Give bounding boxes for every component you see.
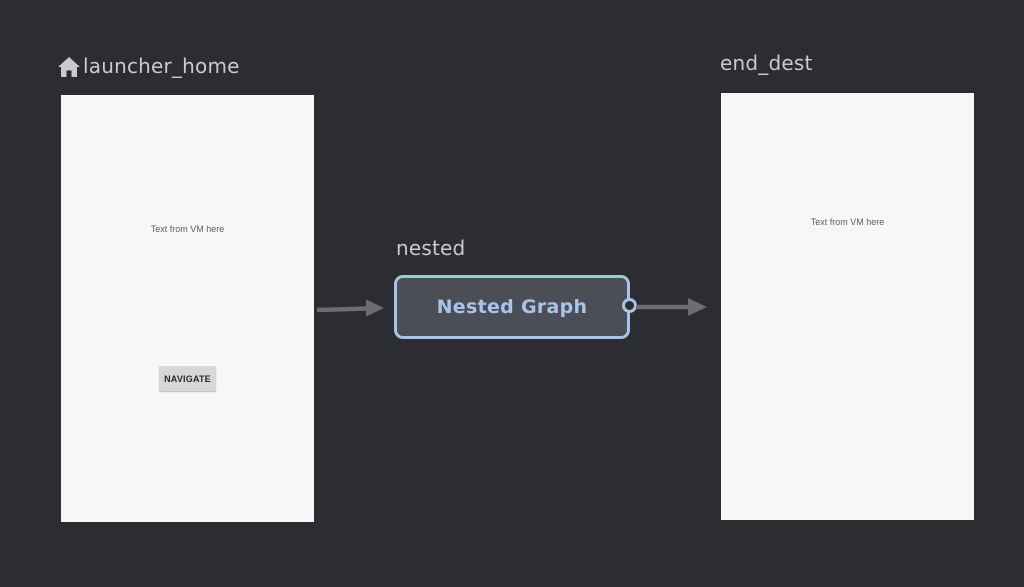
action-handle[interactable] <box>622 298 637 313</box>
action-arrow-to-nested[interactable] <box>316 298 386 318</box>
launcher-home-title: launcher_home <box>83 54 240 78</box>
vm-text-label: Text from VM here <box>150 224 225 234</box>
vm-text-label: Text from VM here <box>810 217 885 227</box>
launcher-home-screen[interactable]: Text from VM here <box>61 95 314 522</box>
nested-title: nested <box>396 236 466 260</box>
navigate-button[interactable]: NAVIGATE <box>159 366 216 391</box>
nested-graph-node[interactable]: Nested Graph <box>394 275 630 339</box>
end-dest-screen[interactable]: Text from VM here <box>721 93 974 520</box>
action-arrow-to-end-dest[interactable] <box>636 296 708 318</box>
end-dest-title: end_dest <box>720 51 813 75</box>
home-icon <box>58 57 80 77</box>
